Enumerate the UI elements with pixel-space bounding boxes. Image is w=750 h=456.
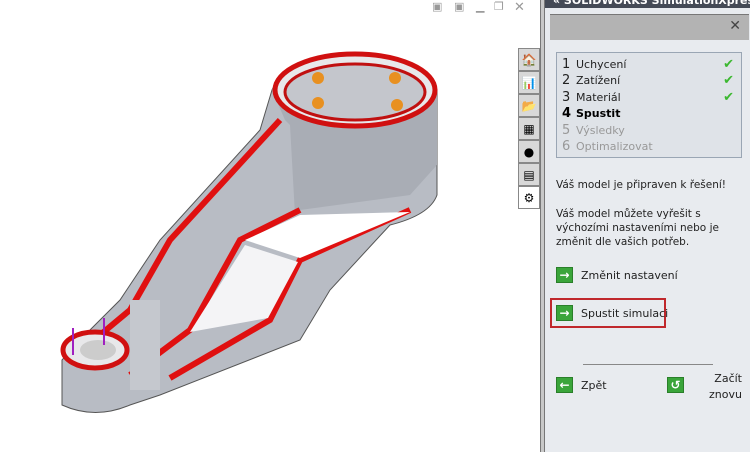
step-number: 2 — [562, 73, 571, 89]
back-label: Zpět — [581, 378, 607, 392]
step-label: Materiál — [576, 90, 621, 104]
graphics-viewport[interactable]: ▣ ▣ ▁ ❐ ✕ — [0, 0, 525, 452]
ready-message: Váš model je připraven k řešení! — [556, 179, 727, 191]
step-item-disabled: 6 Optimalizovat — [562, 139, 736, 156]
step-number: 1 — [562, 56, 571, 72]
step-item-disabled: 5 Výsledky — [562, 122, 736, 139]
minimize-icon[interactable]: ▁ — [476, 0, 485, 13]
tab-appearances[interactable]: ● — [518, 140, 540, 163]
close-window-icon[interactable]: ✕ — [514, 0, 525, 15]
restart-button[interactable]: ↺ — [667, 377, 692, 393]
panel-splitter[interactable] — [540, 0, 545, 452]
restart-icon: ↺ — [667, 377, 684, 393]
step-item-current[interactable]: 4 Spustit — [562, 106, 736, 123]
panel-title: « SOLIDWORKS SimulationXpress — [545, 0, 750, 8]
step-item[interactable]: 1 Uchycení ✔ — [562, 56, 736, 73]
tab-resources[interactable]: 📊 — [518, 71, 540, 94]
folder-icon: 📂 — [521, 98, 537, 113]
step-label: Uchycení — [576, 57, 627, 71]
restart-label[interactable]: Začít znovu — [709, 372, 742, 401]
steps-list: 1 Uchycení ✔ 2 Zatížení ✔ 3 Materiál ✔ 4 Spusti… — [556, 52, 742, 158]
tab-view-palette[interactable]: ▦ — [518, 117, 540, 140]
info-message: Váš model můžete vyřešit s výchozími nas… — [556, 208, 719, 248]
run-simulation-highlight — [550, 298, 666, 328]
task-pane-tabs: 🏠 📊 📂 ▦ ● ▤ ⚙ — [518, 48, 540, 209]
part-model — [60, 51, 438, 413]
step-label: Výsledky — [576, 123, 625, 137]
step-number: 5 — [562, 122, 571, 138]
step-number: 4 — [562, 106, 572, 122]
step-label: Optimalizovat — [576, 140, 653, 154]
step-number: 3 — [562, 89, 571, 105]
step-item[interactable]: 3 Materiál ✔ — [562, 89, 736, 106]
arrow-left-icon: ← — [556, 377, 573, 393]
check-icon: ✔ — [723, 89, 734, 105]
simulationxpress-panel: « SOLIDWORKS SimulationXpress ✕ 1 Uchycen… — [545, 0, 750, 452]
step-item[interactable]: 2 Zatížení ✔ — [562, 73, 736, 90]
tile-left-icon[interactable]: ▣ — [432, 0, 443, 13]
bracket-body — [60, 51, 438, 413]
scene-icon: ▤ — [523, 167, 535, 182]
run-simulation-label: Spustit simulaci — [581, 306, 669, 320]
step-number: 6 — [562, 139, 571, 155]
tab-home[interactable]: 🏠 — [518, 48, 540, 71]
step-label: Zatížení — [576, 74, 621, 88]
change-settings-label: Změnit nastavení — [581, 268, 678, 282]
restore-icon[interactable]: ❐ — [494, 0, 504, 13]
chart-icon: 📊 — [521, 75, 537, 90]
fixture-arrows — [312, 72, 403, 111]
appearance-icon: ● — [523, 144, 535, 159]
simulation-icon: ⚙ — [523, 190, 535, 205]
properties-icon: ▦ — [523, 121, 535, 136]
home-icon: 🏠 — [521, 52, 537, 67]
run-simulation-button[interactable]: → Spustit simulaci — [556, 305, 668, 321]
step-label: Spustit — [576, 107, 621, 121]
arrow-right-icon: → — [556, 267, 573, 283]
tab-files[interactable]: 📂 — [518, 94, 540, 117]
tab-simulationxpress[interactable]: ⚙ — [518, 186, 540, 209]
check-icon: ✔ — [723, 56, 734, 72]
back-button[interactable]: ← Zpět — [556, 377, 607, 393]
check-icon: ✔ — [723, 73, 734, 89]
tab-custom-properties[interactable]: ▤ — [518, 163, 540, 186]
close-icon[interactable]: ✕ — [729, 18, 741, 34]
separator — [583, 364, 713, 365]
panel-header: ✕ — [550, 14, 749, 40]
tile-right-icon[interactable]: ▣ — [454, 0, 465, 13]
change-settings-button[interactable]: → Změnit nastavení — [556, 267, 678, 283]
arrow-right-icon: → — [556, 305, 573, 321]
